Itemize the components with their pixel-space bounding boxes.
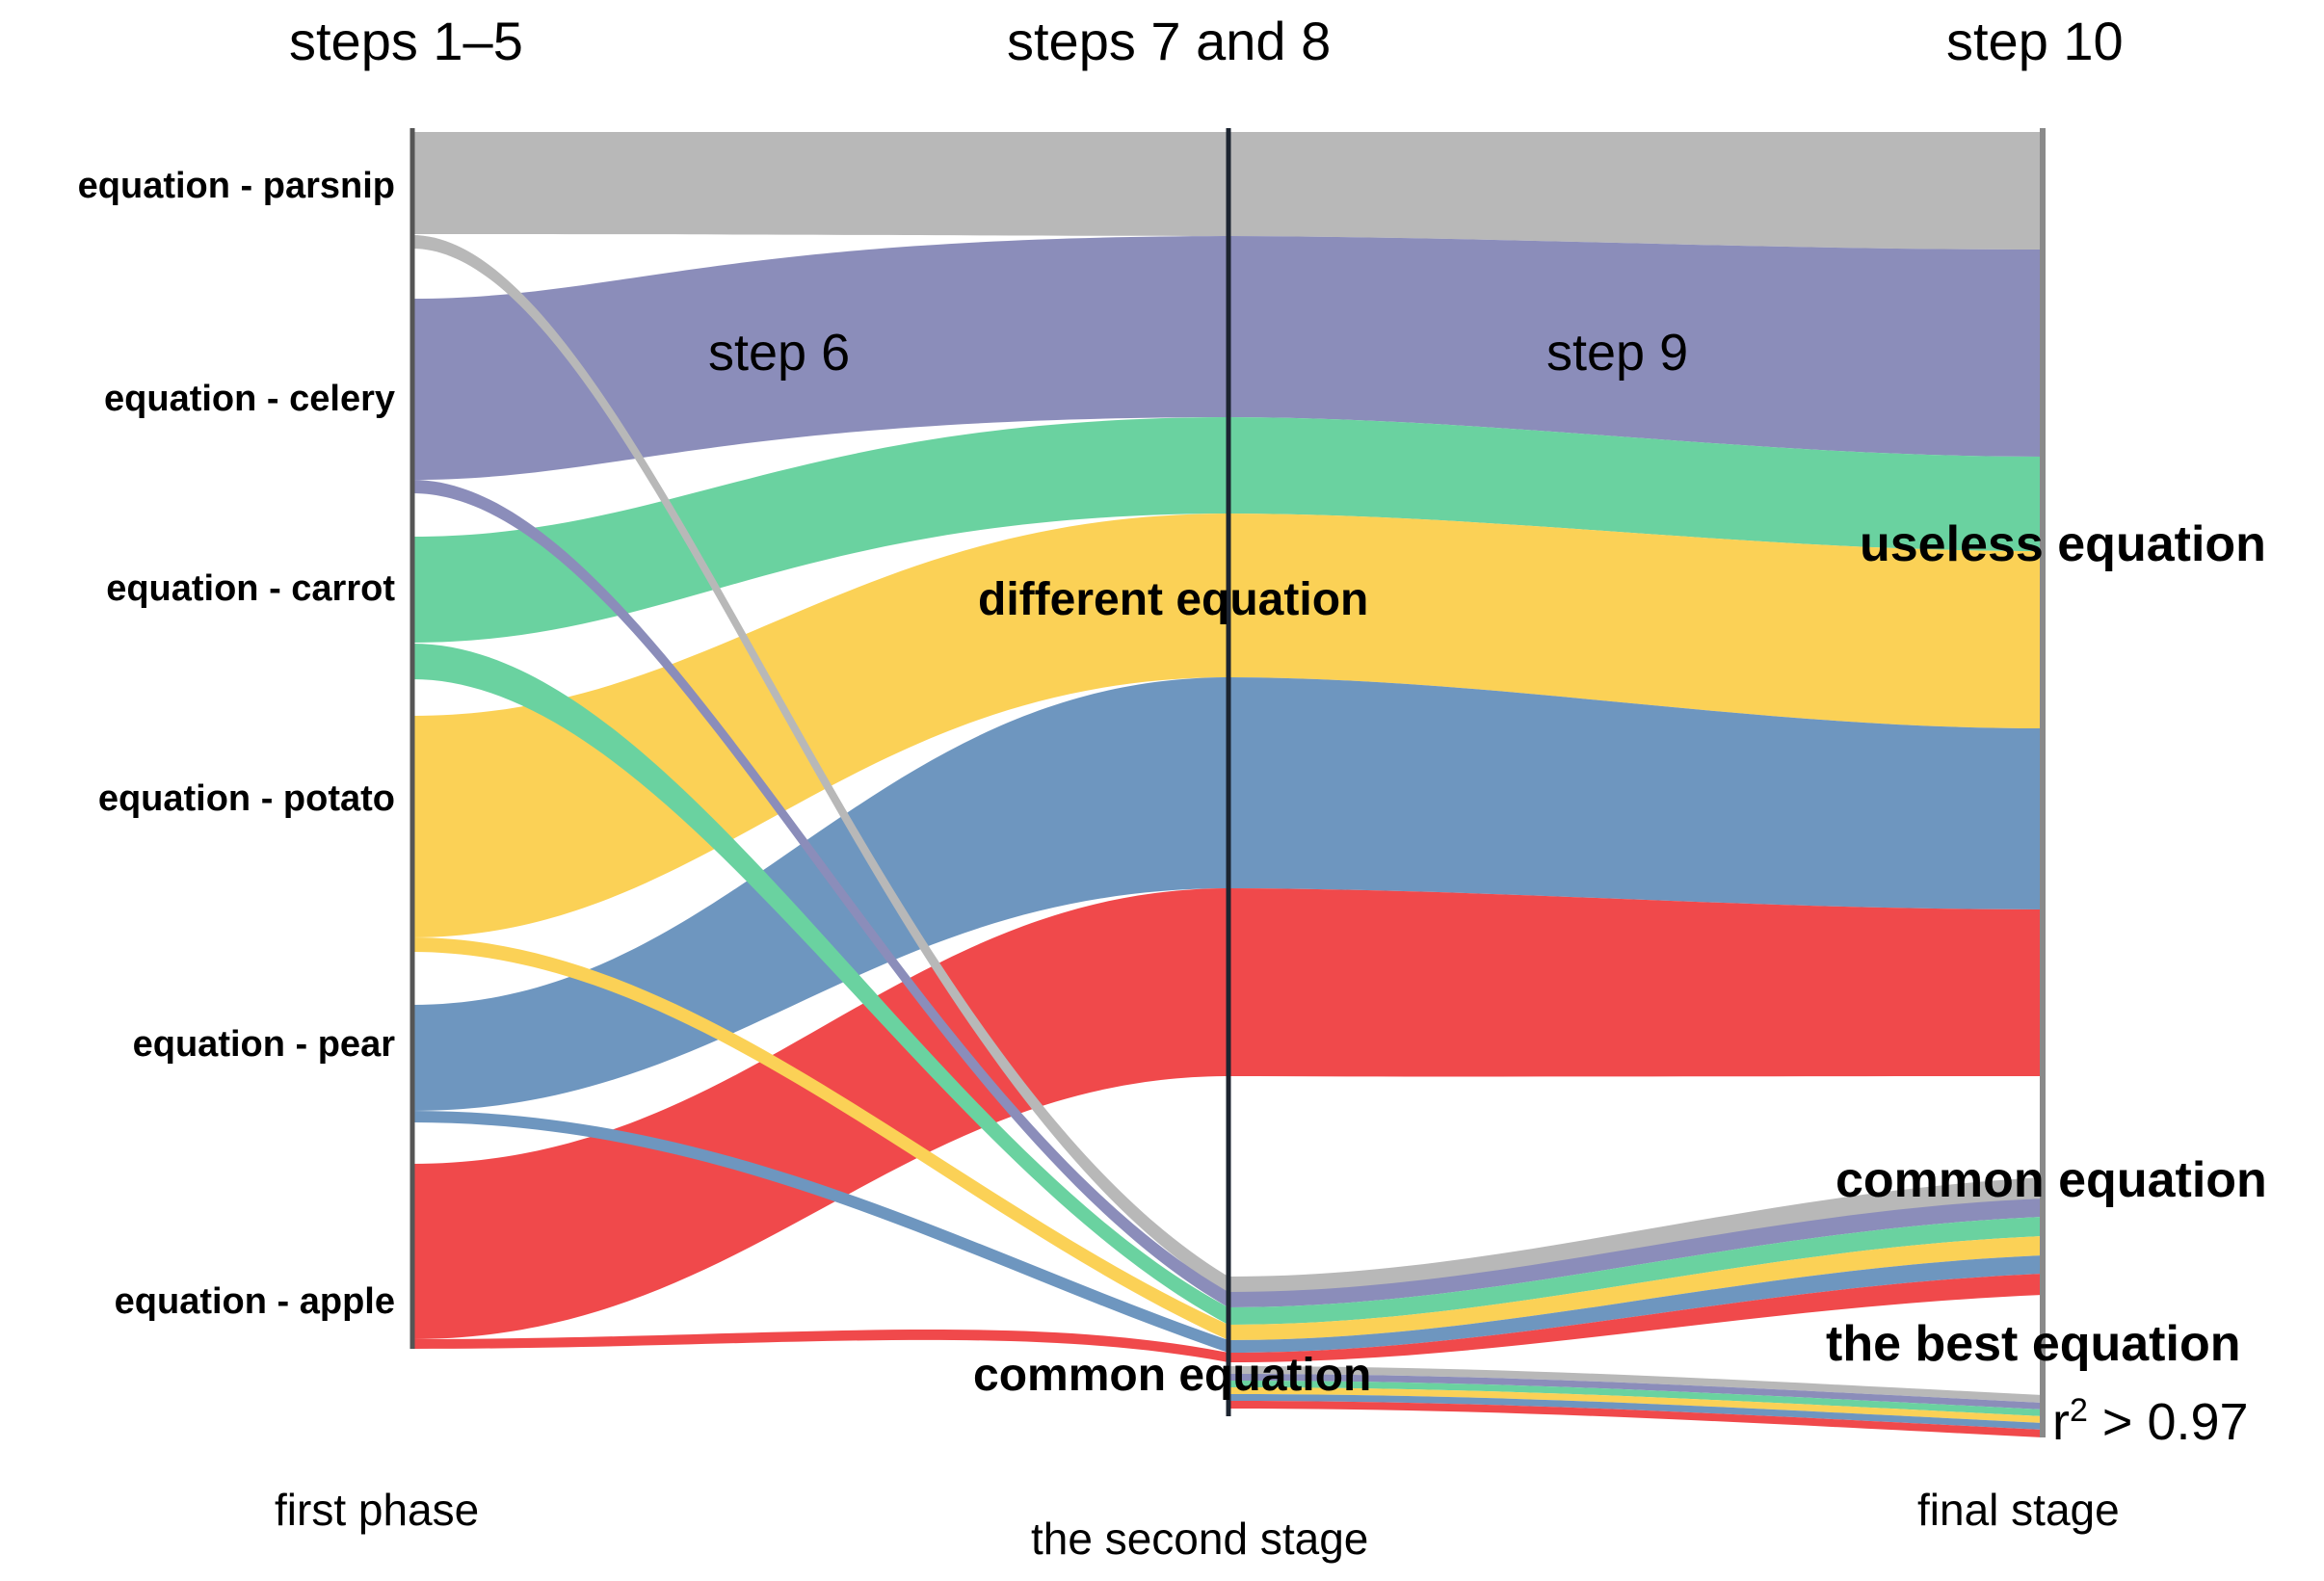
stream-carrot-thin xyxy=(412,644,1228,1325)
stream-apple-common xyxy=(1228,1274,2043,1362)
r-squared-prefix: r xyxy=(2052,1393,2070,1451)
stage-footer-1: first phase xyxy=(275,1485,480,1535)
annotation-r-squared: r2 > 0.97 xyxy=(2052,1392,2249,1452)
stage-footer-3: final stage xyxy=(1917,1485,2120,1535)
annotation-common-equation-right: common equation xyxy=(1835,1152,2267,1208)
ribbon-apple-main xyxy=(412,888,1228,1339)
annotation-common-equation-mid: common equation xyxy=(973,1350,1372,1401)
stage-header-1: steps 1–5 xyxy=(289,11,523,71)
thin-streams-stage1-to-stage2 xyxy=(412,235,1228,1362)
stream-potato-common xyxy=(1228,1236,2043,1340)
annotation-best-equation: the best equation xyxy=(1826,1316,2241,1372)
stream-apple-best xyxy=(1228,1401,2043,1437)
stream-parsnip-common xyxy=(1228,1177,2043,1294)
r-squared-exponent: 2 xyxy=(2069,1392,2088,1429)
annotation-useless-equation: useless equation xyxy=(1860,516,2266,572)
node-label-potato: equation - potato xyxy=(97,778,395,819)
stream-apple-thin xyxy=(412,1330,1228,1362)
stream-carrot-best xyxy=(1228,1381,2043,1416)
stream-pear-best xyxy=(1228,1394,2043,1430)
ribbon-carrot-main xyxy=(412,417,1228,643)
thin-streams-rising-to-common xyxy=(1228,1177,2043,1362)
node-label-pear: equation - pear xyxy=(132,1024,395,1065)
ribbon-pear-main xyxy=(412,677,1228,1111)
transition-label-step6: step 6 xyxy=(708,324,851,382)
ribbons-stage1-to-stage2 xyxy=(412,132,1228,1339)
ribbons-stage2-to-stage3 xyxy=(1228,132,2043,1077)
stream-potato-best xyxy=(1228,1387,2043,1423)
node-label-celery: equation - celery xyxy=(104,379,395,419)
stage-header-2: steps 7 and 8 xyxy=(1007,11,1332,71)
node-label-apple: equation - apple xyxy=(114,1281,395,1322)
thin-streams-to-best-equation xyxy=(1228,1366,2043,1437)
stream-parsnip-best xyxy=(1228,1366,2043,1403)
r-squared-suffix: > 0.97 xyxy=(2087,1393,2249,1451)
ribbon-carrot-right xyxy=(1228,417,2043,551)
ribbon-apple-right xyxy=(1228,888,2043,1077)
transition-label-step9: step 9 xyxy=(1546,324,1689,382)
ribbon-potato-right xyxy=(1228,514,2043,728)
node-label-parsnip: equation - parsnip xyxy=(77,166,395,206)
stream-celery-best xyxy=(1228,1374,2043,1410)
ribbon-celery-right xyxy=(1228,236,2043,457)
ribbon-parsnip-right xyxy=(1228,132,2043,250)
ribbon-parsnip-main xyxy=(412,132,1228,236)
annotation-different-equation: different equation xyxy=(978,574,1369,625)
stream-carrot-common xyxy=(1228,1217,2043,1325)
ribbon-pear-right xyxy=(1228,677,2043,909)
stream-pear-common xyxy=(1228,1255,2043,1353)
node-label-carrot: equation - carrot xyxy=(106,568,395,609)
stream-celery-common xyxy=(1228,1199,2043,1307)
ribbon-potato-main xyxy=(412,514,1228,937)
stage-footer-2: the second stage xyxy=(1031,1514,1369,1564)
stage-header-3: step 10 xyxy=(1946,11,2124,71)
